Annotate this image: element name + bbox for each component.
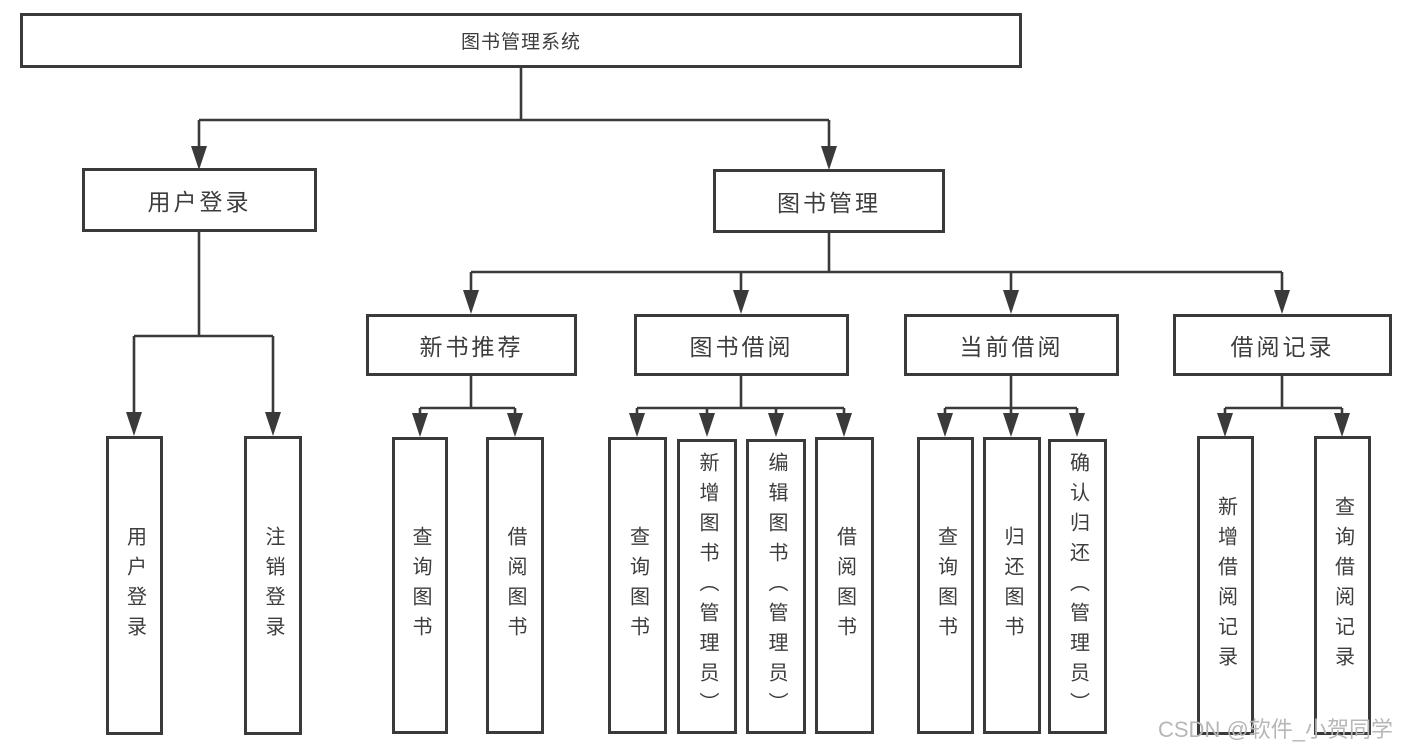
node-leaf-add-books-admin: 新增图书（管理员） <box>677 439 737 734</box>
arrow-down-icon <box>191 146 207 170</box>
node-library-management-system: 图书管理系统 <box>20 13 1022 68</box>
node-leaf-edit-books-admin: 编辑图书（管理员） <box>746 439 806 734</box>
node-new-book-recommendation: 新书推荐 <box>366 314 577 376</box>
connector-borrow-records-children <box>1217 376 1350 437</box>
node-book-management: 图书管理 <box>713 169 945 233</box>
node-label: 编辑图书（管理员） <box>765 451 787 722</box>
arrow-down-icon <box>1274 290 1290 314</box>
node-label: 用户登录 <box>123 525 146 646</box>
arrow-down-icon <box>126 412 142 436</box>
node-leaf-borrow-books-1: 借阅图书 <box>486 437 544 734</box>
node-leaf-borrow-books-2: 借阅图书 <box>815 437 874 734</box>
node-label: 借阅记录 <box>1230 334 1335 360</box>
arrow-down-icon <box>265 412 281 436</box>
connector-current-borrow-children <box>937 376 1085 437</box>
node-label: 借阅图书 <box>504 525 526 646</box>
connector-new-book-rec-children <box>412 376 523 437</box>
arrow-down-icon <box>1069 413 1085 437</box>
connector-user-login-children <box>126 232 281 436</box>
arrow-down-icon <box>507 413 523 437</box>
node-label: 新书推荐 <box>419 334 524 360</box>
node-label: 借阅图书 <box>833 525 856 646</box>
arrow-down-icon <box>1003 413 1019 437</box>
arrow-down-icon <box>836 413 852 437</box>
node-label: 查询图书 <box>409 525 431 646</box>
node-leaf-query-books-1: 查询图书 <box>392 437 448 734</box>
node-label: 归还图书 <box>1001 525 1023 646</box>
node-label: 新增借阅记录 <box>1214 495 1237 676</box>
node-leaf-return-books: 归还图书 <box>983 437 1041 734</box>
node-label: 图书借阅 <box>689 334 794 360</box>
csdn-watermark: CSDN @软件_小贺同学 <box>1158 717 1394 742</box>
arrow-down-icon <box>1003 290 1019 314</box>
node-user-login: 用户登录 <box>82 168 317 232</box>
arrow-down-icon <box>768 413 784 437</box>
node-label: 查询借阅记录 <box>1331 495 1354 676</box>
arrow-down-icon <box>937 413 953 437</box>
arrow-down-icon <box>1217 413 1233 437</box>
node-leaf-add-borrow-record: 新增借阅记录 <box>1197 436 1254 735</box>
node-label: 用户登录 <box>147 189 252 215</box>
node-label: 查询图书 <box>626 525 649 646</box>
node-label: 图书管理 <box>777 190 881 216</box>
arrow-down-icon <box>412 413 428 437</box>
arrow-down-icon <box>699 413 715 437</box>
node-leaf-query-borrow-record: 查询借阅记录 <box>1314 436 1371 735</box>
arrow-down-icon <box>463 290 479 314</box>
node-label: 图书管理系统 <box>460 32 581 53</box>
node-label: 注销登录 <box>262 525 284 646</box>
connector-root-to-level2 <box>191 68 837 170</box>
node-label: 当前借阅 <box>959 334 1064 360</box>
arrow-down-icon <box>1334 413 1350 437</box>
node-leaf-query-books-3: 查询图书 <box>917 437 974 734</box>
node-leaf-logout: 注销登录 <box>244 436 302 735</box>
node-label: 确认归还（管理员） <box>1066 451 1089 722</box>
node-current-borrowing: 当前借阅 <box>904 314 1119 376</box>
connector-book-borrow-children <box>629 376 852 437</box>
node-leaf-query-books-2: 查询图书 <box>608 437 667 734</box>
node-leaf-user-login: 用户登录 <box>106 436 163 735</box>
node-label: 查询图书 <box>934 525 957 646</box>
arrow-down-icon <box>733 290 749 314</box>
node-borrowing-records: 借阅记录 <box>1173 314 1392 376</box>
connector-book-management-children <box>463 233 1290 314</box>
node-book-borrowing: 图书借阅 <box>634 314 849 376</box>
node-label: 新增图书（管理员） <box>696 451 718 722</box>
node-leaf-confirm-return-admin: 确认归还（管理员） <box>1048 439 1107 734</box>
arrow-down-icon <box>629 413 645 437</box>
arrow-down-icon <box>821 146 837 170</box>
